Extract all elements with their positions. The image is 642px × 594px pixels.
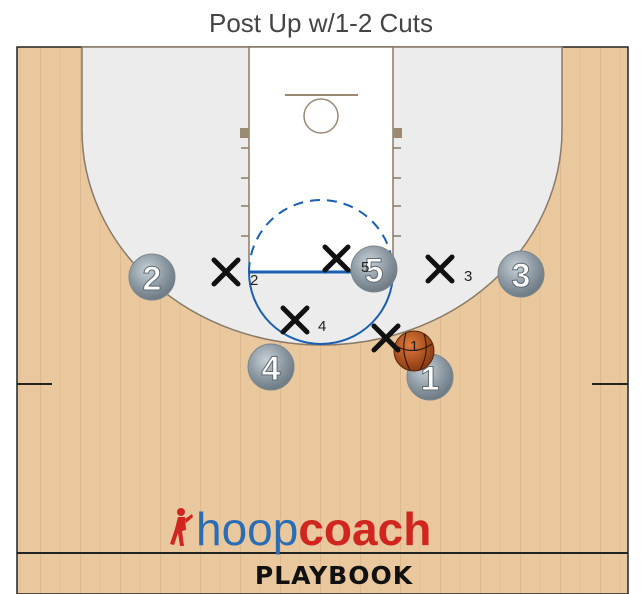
defender-3-label: 3 bbox=[464, 268, 472, 285]
lane-hash-marks bbox=[241, 147, 401, 237]
offense-player-5[interactable]: 5 bbox=[350, 245, 398, 293]
defender-2[interactable]: 2 bbox=[211, 257, 258, 289]
basketball-icon[interactable] bbox=[393, 330, 435, 372]
brand-logo: hoopcoach bbox=[196, 503, 431, 555]
offense-player-3[interactable]: 3 bbox=[497, 250, 545, 298]
key-paint bbox=[248, 46, 394, 273]
offense-player-2[interactable]: 2 bbox=[128, 253, 176, 301]
brand-coach: coach bbox=[298, 503, 431, 555]
offense-player-5-label: 5 bbox=[365, 252, 384, 290]
defender-1[interactable]: 1 bbox=[371, 323, 418, 355]
rim bbox=[303, 98, 339, 134]
offense-player-4-label: 4 bbox=[262, 350, 281, 388]
defender-5[interactable]: 5 bbox=[322, 244, 369, 276]
offense-player-1-label: 1 bbox=[421, 360, 440, 398]
offense-player-3-label: 3 bbox=[512, 257, 531, 295]
play-title: Post Up w/1-2 Cuts bbox=[209, 8, 433, 38]
defender-4-label: 4 bbox=[318, 318, 326, 335]
free-throw-circle-bottom bbox=[248, 271, 394, 345]
lane-block-right bbox=[393, 128, 402, 138]
brand-hoop: hoop bbox=[196, 503, 298, 555]
defender-3[interactable]: 3 bbox=[425, 254, 472, 285]
free-throw-circle-top bbox=[248, 199, 394, 273]
lane-block-left bbox=[240, 128, 249, 138]
defender-4[interactable]: 4 bbox=[280, 305, 326, 335]
defender-5-label: 5 bbox=[361, 259, 369, 276]
brand-playbook: PLAYBOOK bbox=[255, 561, 414, 590]
player-silhouette-icon bbox=[170, 508, 193, 546]
offense-player-2-label: 2 bbox=[143, 260, 162, 298]
defender-1-label: 1 bbox=[410, 338, 418, 355]
defender-2-label: 2 bbox=[250, 272, 258, 289]
offense-player-4[interactable]: 4 bbox=[247, 343, 295, 391]
